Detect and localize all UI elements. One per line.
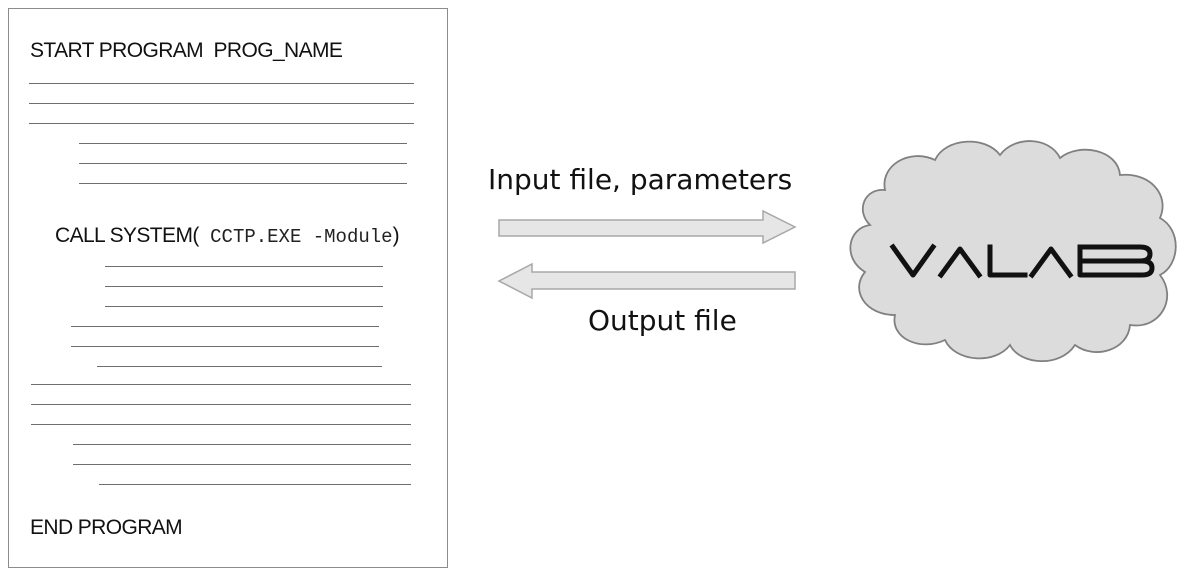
call-prefix: CALL SYSTEM(: [55, 224, 199, 247]
input-arrow: [498, 209, 797, 245]
code-line: [97, 366, 382, 367]
valab-cloud: [849, 140, 1177, 363]
call-suffix: ): [392, 224, 400, 247]
code-line: [31, 404, 411, 405]
output-arrow-label: Output file: [588, 304, 737, 337]
letter-l: [987, 244, 1028, 278]
code-line: [105, 306, 383, 307]
code-line: [99, 484, 411, 485]
code-line: [105, 266, 383, 267]
code-line: [79, 143, 407, 144]
code-line: [29, 83, 414, 84]
code-line: [79, 183, 407, 184]
code-line: [29, 123, 414, 124]
code-line: [31, 424, 411, 425]
call-command: CCTP.EXE -Module: [198, 226, 393, 248]
end-program-line: END PROGRAM: [30, 516, 183, 539]
letter-a-2: [1028, 246, 1074, 279]
start-program-line: START PROGRAM PROG_NAME: [30, 39, 343, 62]
output-arrow: [497, 262, 796, 300]
code-line: [73, 464, 411, 465]
program-listing: [8, 8, 448, 568]
letter-v: [889, 243, 937, 278]
code-line: [31, 384, 411, 385]
code-line: [71, 346, 379, 347]
code-line: [105, 286, 383, 287]
code-line: [71, 326, 379, 327]
valab-wordmark: [889, 243, 1155, 279]
letter-b: [1077, 244, 1155, 278]
cloud-shape: [849, 140, 1177, 363]
call-system-line: CALL SYSTEM( CCTP.EXE -Module): [55, 224, 400, 248]
code-line: [29, 103, 414, 104]
code-line: [73, 444, 411, 445]
input-arrow-label: Input file, parameters: [488, 163, 793, 196]
letter-a-1: [937, 246, 983, 279]
code-line: [79, 163, 407, 164]
